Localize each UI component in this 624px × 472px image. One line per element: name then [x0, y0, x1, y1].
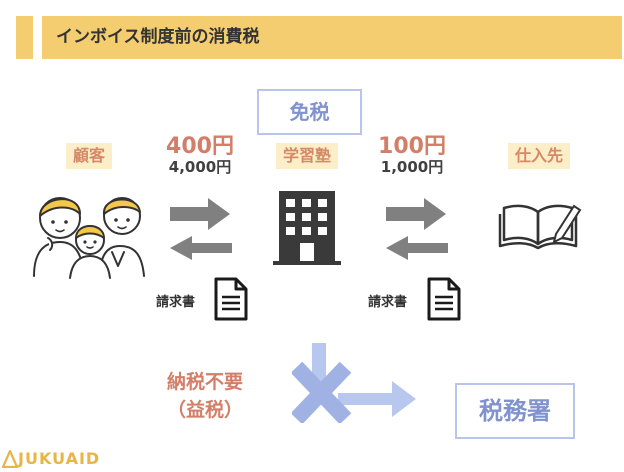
- blocked-flow-cross-icon: [292, 343, 416, 423]
- page-title: インボイス制度前の消費税: [56, 27, 260, 47]
- office-building-icon: [273, 191, 341, 265]
- left-price-amount: 4,000円: [168, 158, 232, 176]
- open-book-icon: [498, 204, 582, 250]
- tax-office-box: 税務署: [455, 383, 575, 439]
- right-price-tax: 100円: [378, 134, 446, 159]
- right-price-amount: 1,000円: [380, 158, 444, 176]
- left-invoice-label: 請求書: [156, 295, 196, 310]
- arrow-right-icon: [170, 198, 230, 230]
- header-accent-mark: [16, 16, 33, 59]
- family-icon: [33, 197, 145, 279]
- right-invoice-label: 請求書: [368, 295, 408, 310]
- header-bar: [42, 16, 622, 59]
- school-label: 学習塾: [276, 143, 338, 169]
- tax-exempt-box: 免税: [257, 89, 362, 135]
- logo-icon: [2, 450, 18, 468]
- document-icon: [214, 277, 248, 321]
- customer-label: 顧客: [66, 143, 112, 169]
- arrow-right-icon: [386, 198, 446, 230]
- arrow-left-icon: [386, 236, 448, 260]
- supplier-label: 仕入先: [508, 143, 570, 169]
- left-price-tax: 400円: [166, 134, 234, 159]
- profit-tax-label: （益税）: [166, 399, 243, 421]
- document-icon: [427, 277, 461, 321]
- no-tax-payment-label: 納税不要: [166, 371, 243, 393]
- brand-logo-text: JUKUAID: [18, 449, 101, 468]
- arrow-left-icon: [170, 236, 232, 260]
